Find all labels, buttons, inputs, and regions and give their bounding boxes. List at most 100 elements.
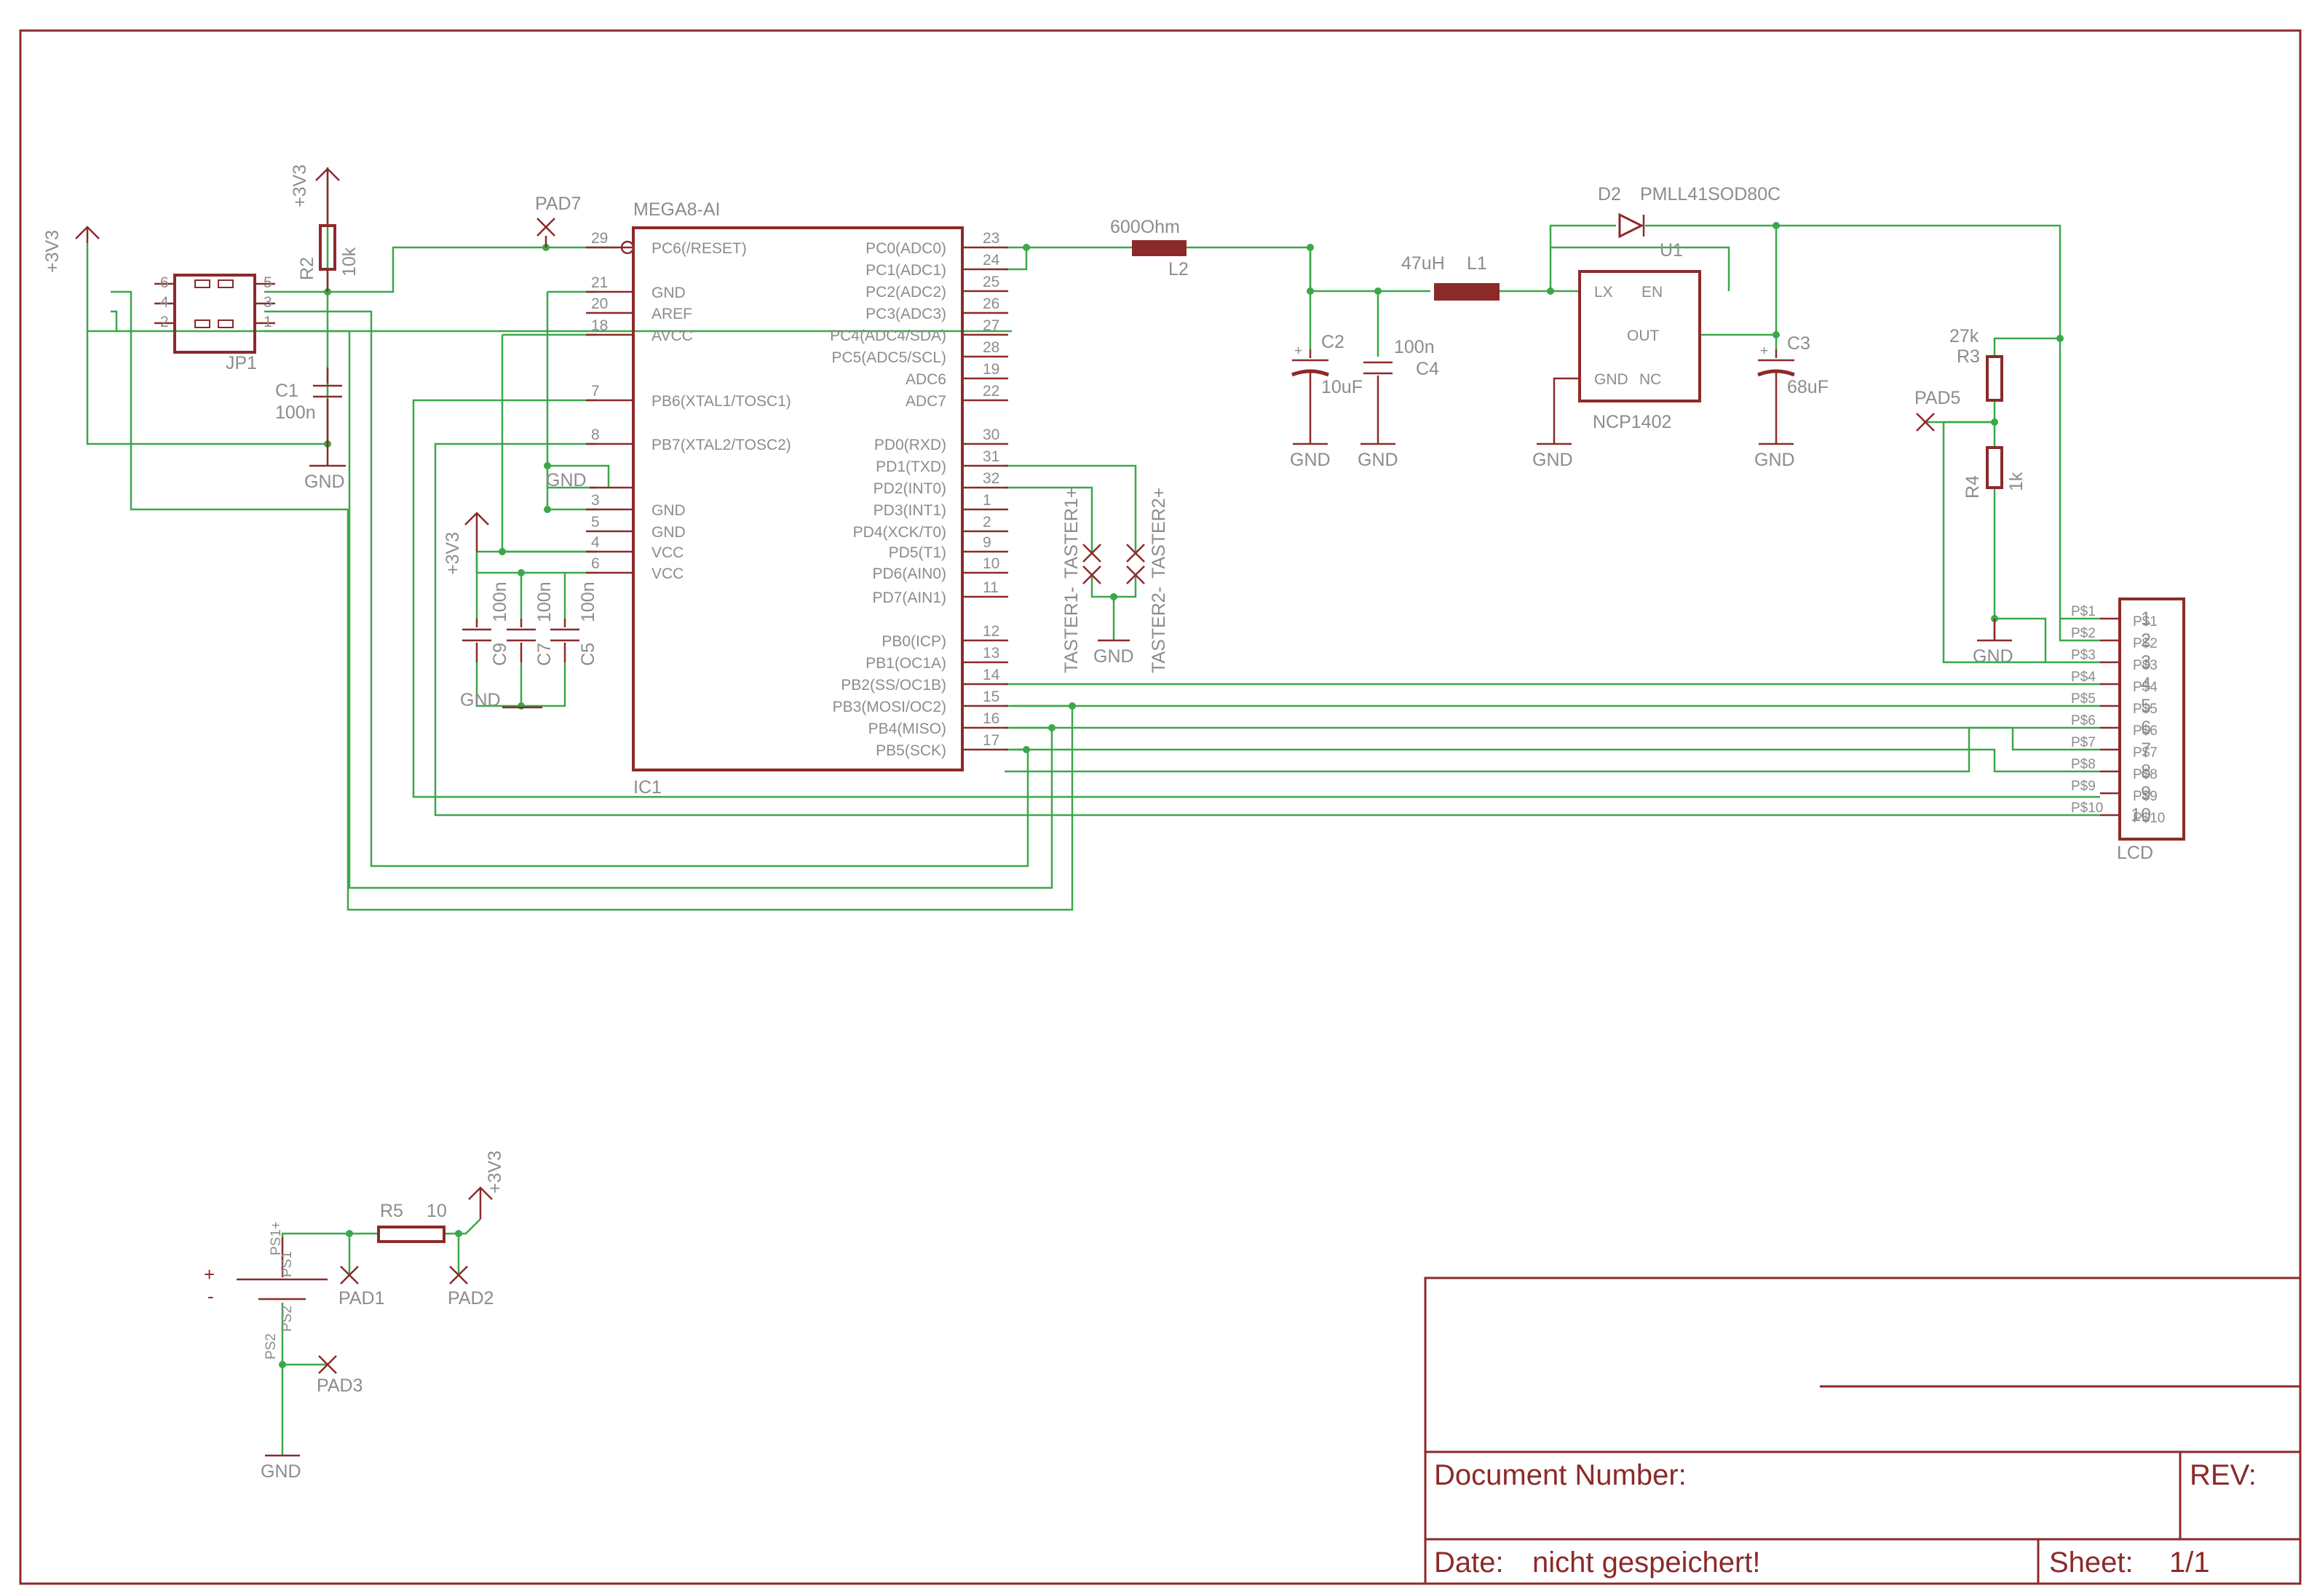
ic1-pin-label: ADC7	[906, 393, 946, 410]
jp1-pin-4: 4	[160, 294, 169, 311]
ic1-pin-label: GND	[651, 502, 686, 519]
ic1-pin-num: 28	[983, 339, 999, 356]
c4-capacitor: 100n C4 GND	[1358, 337, 1439, 470]
lcd-pin-label-inner: P$10	[2133, 811, 2165, 826]
ic1-pin-label: PB3(MOSI/OC2)	[833, 699, 946, 715]
u1-regulator: LX EN OUT GND NC U1 NCP1402 GND	[1532, 240, 1701, 470]
ic1-pin-num: 18	[591, 317, 608, 334]
jp1-pin-2: 2	[160, 314, 169, 330]
taster-pads: TASTER1- TASTER1+ TASTER2- TASTER2+ GND	[1061, 488, 1169, 673]
gnd-label-c4: GND	[1358, 450, 1398, 470]
sheet-frame	[19, 29, 2302, 1585]
r2-name: R2	[297, 257, 317, 280]
ic1-pin-num: 32	[983, 470, 999, 487]
taster1-plus: TASTER1+	[1061, 488, 1082, 579]
lcd-pin-num: 1	[2141, 608, 2151, 629]
ic1-pin-label: PC5(ADC5/SCL)	[831, 349, 946, 366]
ic1-pin-num: 31	[983, 448, 999, 465]
ic1-pin-label: PC4(ADC4/SDA)	[830, 327, 946, 344]
lcd-pin-label-inner: P$9	[2133, 789, 2158, 804]
u1-out: OUT	[1627, 327, 1660, 344]
gnd-label-ic1: GND	[546, 470, 587, 491]
l1-value: 47uH	[1401, 253, 1445, 274]
ic1-pin-num: 26	[983, 295, 999, 312]
lcd-pin-label: P$6	[2071, 713, 2096, 728]
lcd-pin-num: 10	[2131, 805, 2151, 825]
lcd-pin-num: 3	[2141, 652, 2151, 672]
c3-capacitor: + C3 68uF GND	[1754, 333, 1829, 470]
c1-value: 100n	[275, 402, 316, 423]
svg-text:+: +	[1760, 344, 1768, 359]
pad1-label: PAD1	[338, 1288, 384, 1309]
c5-capacitor: 100n C5	[550, 581, 598, 666]
ic1-pin-label: PD6(AIN0)	[872, 565, 946, 582]
ic1-pin-label: PD4(XCK/T0)	[853, 524, 946, 541]
jp1-pin-5: 5	[264, 274, 272, 291]
c3-value: 68uF	[1787, 377, 1829, 397]
ic1-pin-label: PB0(ICP)	[882, 633, 946, 650]
lcd-pin-num: 8	[2141, 761, 2151, 782]
ic1-pin-num: 4	[591, 534, 600, 551]
pad1: PAD1	[338, 1266, 384, 1309]
gnd-label-c3: GND	[1754, 450, 1795, 470]
taster2-plus: TASTER2+	[1149, 488, 1169, 579]
ic1-pin-num: 7	[591, 383, 600, 400]
c3-name: C3	[1787, 333, 1810, 354]
c9-name: C9	[490, 643, 510, 666]
lcd-pin-label: P$7	[2071, 735, 2096, 750]
vcc-label-battery: +3V3	[485, 1151, 505, 1194]
r4-value: 1k	[2006, 472, 2027, 491]
ic1-pin-num: 12	[983, 623, 999, 640]
pad2: PAD2	[448, 1266, 494, 1309]
lcd-pin-label-inner: P$7	[2133, 745, 2158, 761]
lcd-pin-num: 2	[2141, 630, 2151, 651]
ic1-mega8: MEGA8-AI IC1 29PC6(/RESET)21GND20AREF18A…	[586, 199, 1008, 798]
c2-capacitor: + C2 10uF GND	[1290, 332, 1363, 470]
lcd-pin-num: 9	[2141, 783, 2151, 803]
batt-minus: -	[207, 1285, 214, 1307]
c2-name: C2	[1321, 332, 1344, 352]
ic1-pin-label: GND	[651, 285, 686, 301]
ic1-pin-label: VCC	[651, 544, 684, 561]
sheet-label: Sheet:	[2049, 1547, 2134, 1579]
lcd-pin-label: P$10	[2071, 801, 2103, 816]
ic1-pin-num: 13	[983, 645, 999, 662]
ic1-pin-label: VCC	[651, 565, 684, 582]
vcc-symbol-jp1: +3V3	[42, 226, 100, 273]
vcc-symbol-ic1: +3V3	[443, 512, 489, 575]
ic1-pin-label: PC2(ADC2)	[866, 284, 946, 301]
ic1-pin-num: 22	[983, 383, 999, 400]
ic1-pin-num: 2	[983, 514, 991, 531]
lcd-pin-label-inner: P$6	[2133, 723, 2158, 739]
u1-name: U1	[1660, 240, 1683, 261]
lcd-pin-num: 4	[2141, 674, 2151, 694]
ic1-pin-num: 10	[983, 555, 999, 572]
doc-number-label: Document Number:	[1434, 1459, 1687, 1491]
ic1-pin-num: 8	[591, 426, 600, 443]
wires	[86, 175, 2100, 1456]
r5-resistor: R5 10	[377, 1201, 447, 1243]
pad3-label: PAD3	[317, 1375, 363, 1396]
ic1-pin-label: PC0(ADC0)	[866, 240, 946, 257]
ic1-pin-num: 11	[983, 579, 999, 596]
l1-name: L1	[1467, 253, 1487, 274]
ic1-name: IC1	[633, 777, 662, 798]
ic1-pin-num: 16	[983, 710, 999, 727]
lcd-pin-label: P$3	[2071, 648, 2096, 663]
c4-name: C4	[1416, 359, 1439, 379]
r4-resistor: R4 1k	[1962, 446, 2027, 499]
svg-text:+: +	[1294, 344, 1302, 359]
ic1-pin-num: 1	[983, 492, 991, 509]
r2-value: 10k	[339, 247, 360, 277]
lcd-pin-label: P$2	[2071, 626, 2096, 641]
ic1-pin-label: AVCC	[651, 327, 693, 344]
ic1-pin-label: PB5(SCK)	[876, 742, 946, 759]
lcd-label: LCD	[2117, 843, 2153, 863]
c7-name: C7	[534, 643, 555, 666]
gnd-symbol-battery: GND	[261, 1454, 301, 1482]
d2-value: PMLL41SOD80C	[1640, 184, 1781, 205]
ic1-pin-num: 15	[983, 688, 999, 705]
